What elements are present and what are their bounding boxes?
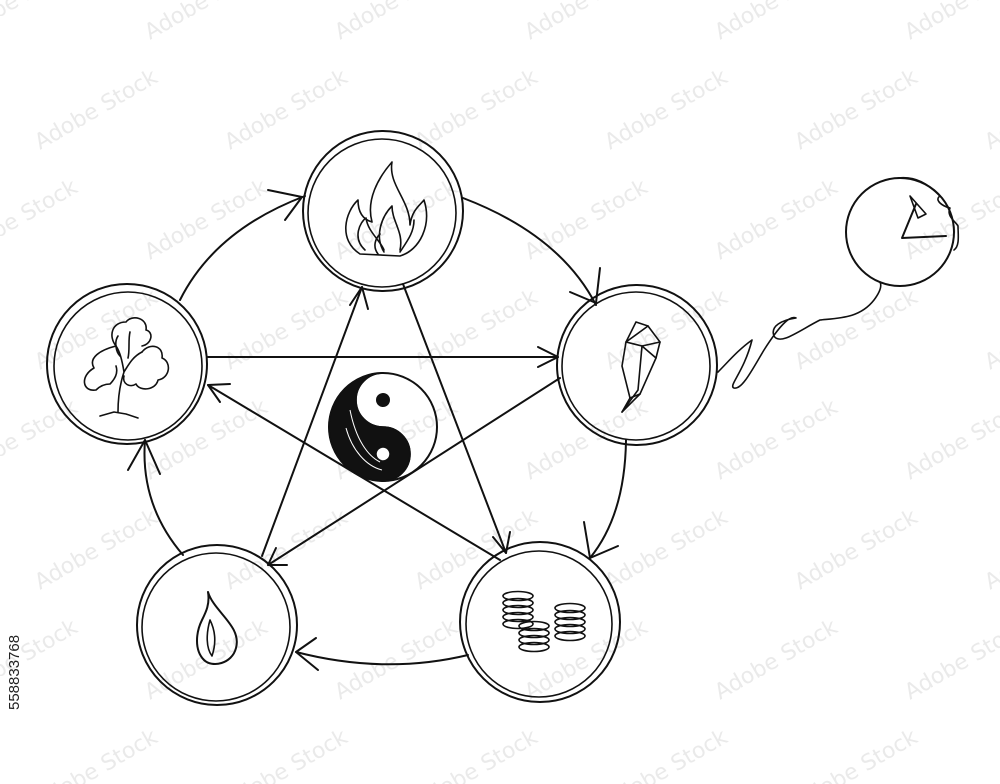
watermark-text: Adobe Stock [791, 65, 923, 156]
crystal-icon [621, 321, 661, 413]
watermark-text: Adobe Stock [141, 395, 273, 486]
arc-water-wood [143, 439, 184, 556]
watermark-text: Adobe Stock [31, 65, 163, 156]
arrow-earth-metal [583, 521, 619, 559]
coin [518, 641, 550, 653]
watermark-text: Adobe Stock [0, 0, 82, 45]
watermark-text: Adobe Stock [901, 0, 1000, 45]
line-fire-metal [402, 283, 507, 554]
connector-line [717, 281, 882, 389]
watermark-text: Adobe Stock [221, 505, 353, 596]
coin [502, 618, 534, 630]
watermark-text: Adobe Stock [31, 725, 163, 784]
arrow-water-wood [127, 439, 161, 475]
arrow-earth-water [267, 547, 288, 566]
node-earth [556, 284, 718, 446]
coin [554, 630, 586, 642]
watermark-text: Adobe Stock [791, 725, 923, 784]
flame-icon [345, 161, 428, 257]
yin-yang-icon [328, 372, 438, 482]
watermark-text: Adobe Stock [711, 395, 843, 486]
watermark-text: Adobe Stock [141, 175, 273, 266]
node-wood [46, 283, 208, 445]
node-fire [302, 130, 464, 292]
coin [502, 597, 534, 609]
arc-metal-water [295, 651, 469, 666]
arrow-fire-metal [492, 531, 511, 554]
watermark-text: Adobe Stock [601, 65, 733, 156]
stock-image-id-text: 558833768 [6, 634, 23, 710]
coin [518, 627, 550, 639]
node-water [136, 544, 298, 706]
water-drop-icon [196, 591, 238, 665]
arc-fire-earth [462, 197, 597, 306]
watermark-text: Adobe Stock [791, 285, 923, 376]
coin [518, 620, 550, 632]
controlling-cycle [207, 283, 561, 566]
watermark-text: Adobe Stock [411, 65, 543, 156]
watermark-text: Adobe Stock [901, 615, 1000, 706]
coin [518, 634, 550, 646]
coin [554, 602, 586, 614]
line-water-fire [261, 286, 363, 557]
coin [554, 616, 586, 628]
watermark-text: Adobe Stock [331, 0, 463, 45]
watermark-text: Adobe Stock [521, 0, 653, 45]
coin [554, 609, 586, 621]
watermark-text: Adobe Stock [331, 175, 463, 266]
arrow-water-fire [349, 286, 369, 310]
watermark-text: Adobe Stock [141, 0, 273, 45]
watermark-text: Adobe Stock [0, 395, 82, 486]
arc-earth-metal [589, 439, 627, 559]
watermark-text: Adobe Stock [411, 285, 543, 376]
watermark-text: Adobe Stock [981, 725, 1000, 784]
watermark-text: Adobe Stock [521, 175, 653, 266]
watermark-text: Adobe Stock [981, 285, 1000, 376]
coins-icon [502, 590, 586, 653]
coin [554, 623, 586, 635]
watermark-text: Adobe Stock [601, 725, 733, 784]
watermark-text: Adobe Stock [981, 65, 1000, 156]
watermark-text: Adobe Stock [711, 0, 843, 45]
coin [502, 604, 534, 616]
watermark-text: Adobe Stock [221, 725, 353, 784]
watermark-text: Adobe Stock [711, 175, 843, 266]
watermark-text: Adobe Stock [221, 285, 353, 376]
stock-image-id: 558833768 [6, 560, 26, 710]
node-metal [459, 541, 621, 703]
arrow-wood-fire [267, 189, 303, 221]
watermark-text: Adobe Stock [411, 725, 543, 784]
clock-icon [845, 176, 960, 287]
watermark-text: Adobe Stock [31, 505, 163, 596]
watermark-text: Adobe Stock [601, 505, 733, 596]
watermark-text: Adobe Stock [791, 505, 923, 596]
coin [502, 590, 534, 602]
watermark-text: Adobe Stock [221, 65, 353, 156]
coin [502, 611, 534, 623]
watermark-text: Adobe Stock [901, 395, 1000, 486]
tree-icon [83, 317, 170, 419]
arrow-metal-water [295, 637, 319, 671]
watermark-text: Adobe Stock [981, 505, 1000, 596]
arc-wood-fire [179, 195, 306, 301]
watermark-text: Adobe Stock [711, 615, 843, 706]
arrow-metal-wood [207, 383, 231, 403]
watermark-text: Adobe Stock [0, 175, 82, 266]
